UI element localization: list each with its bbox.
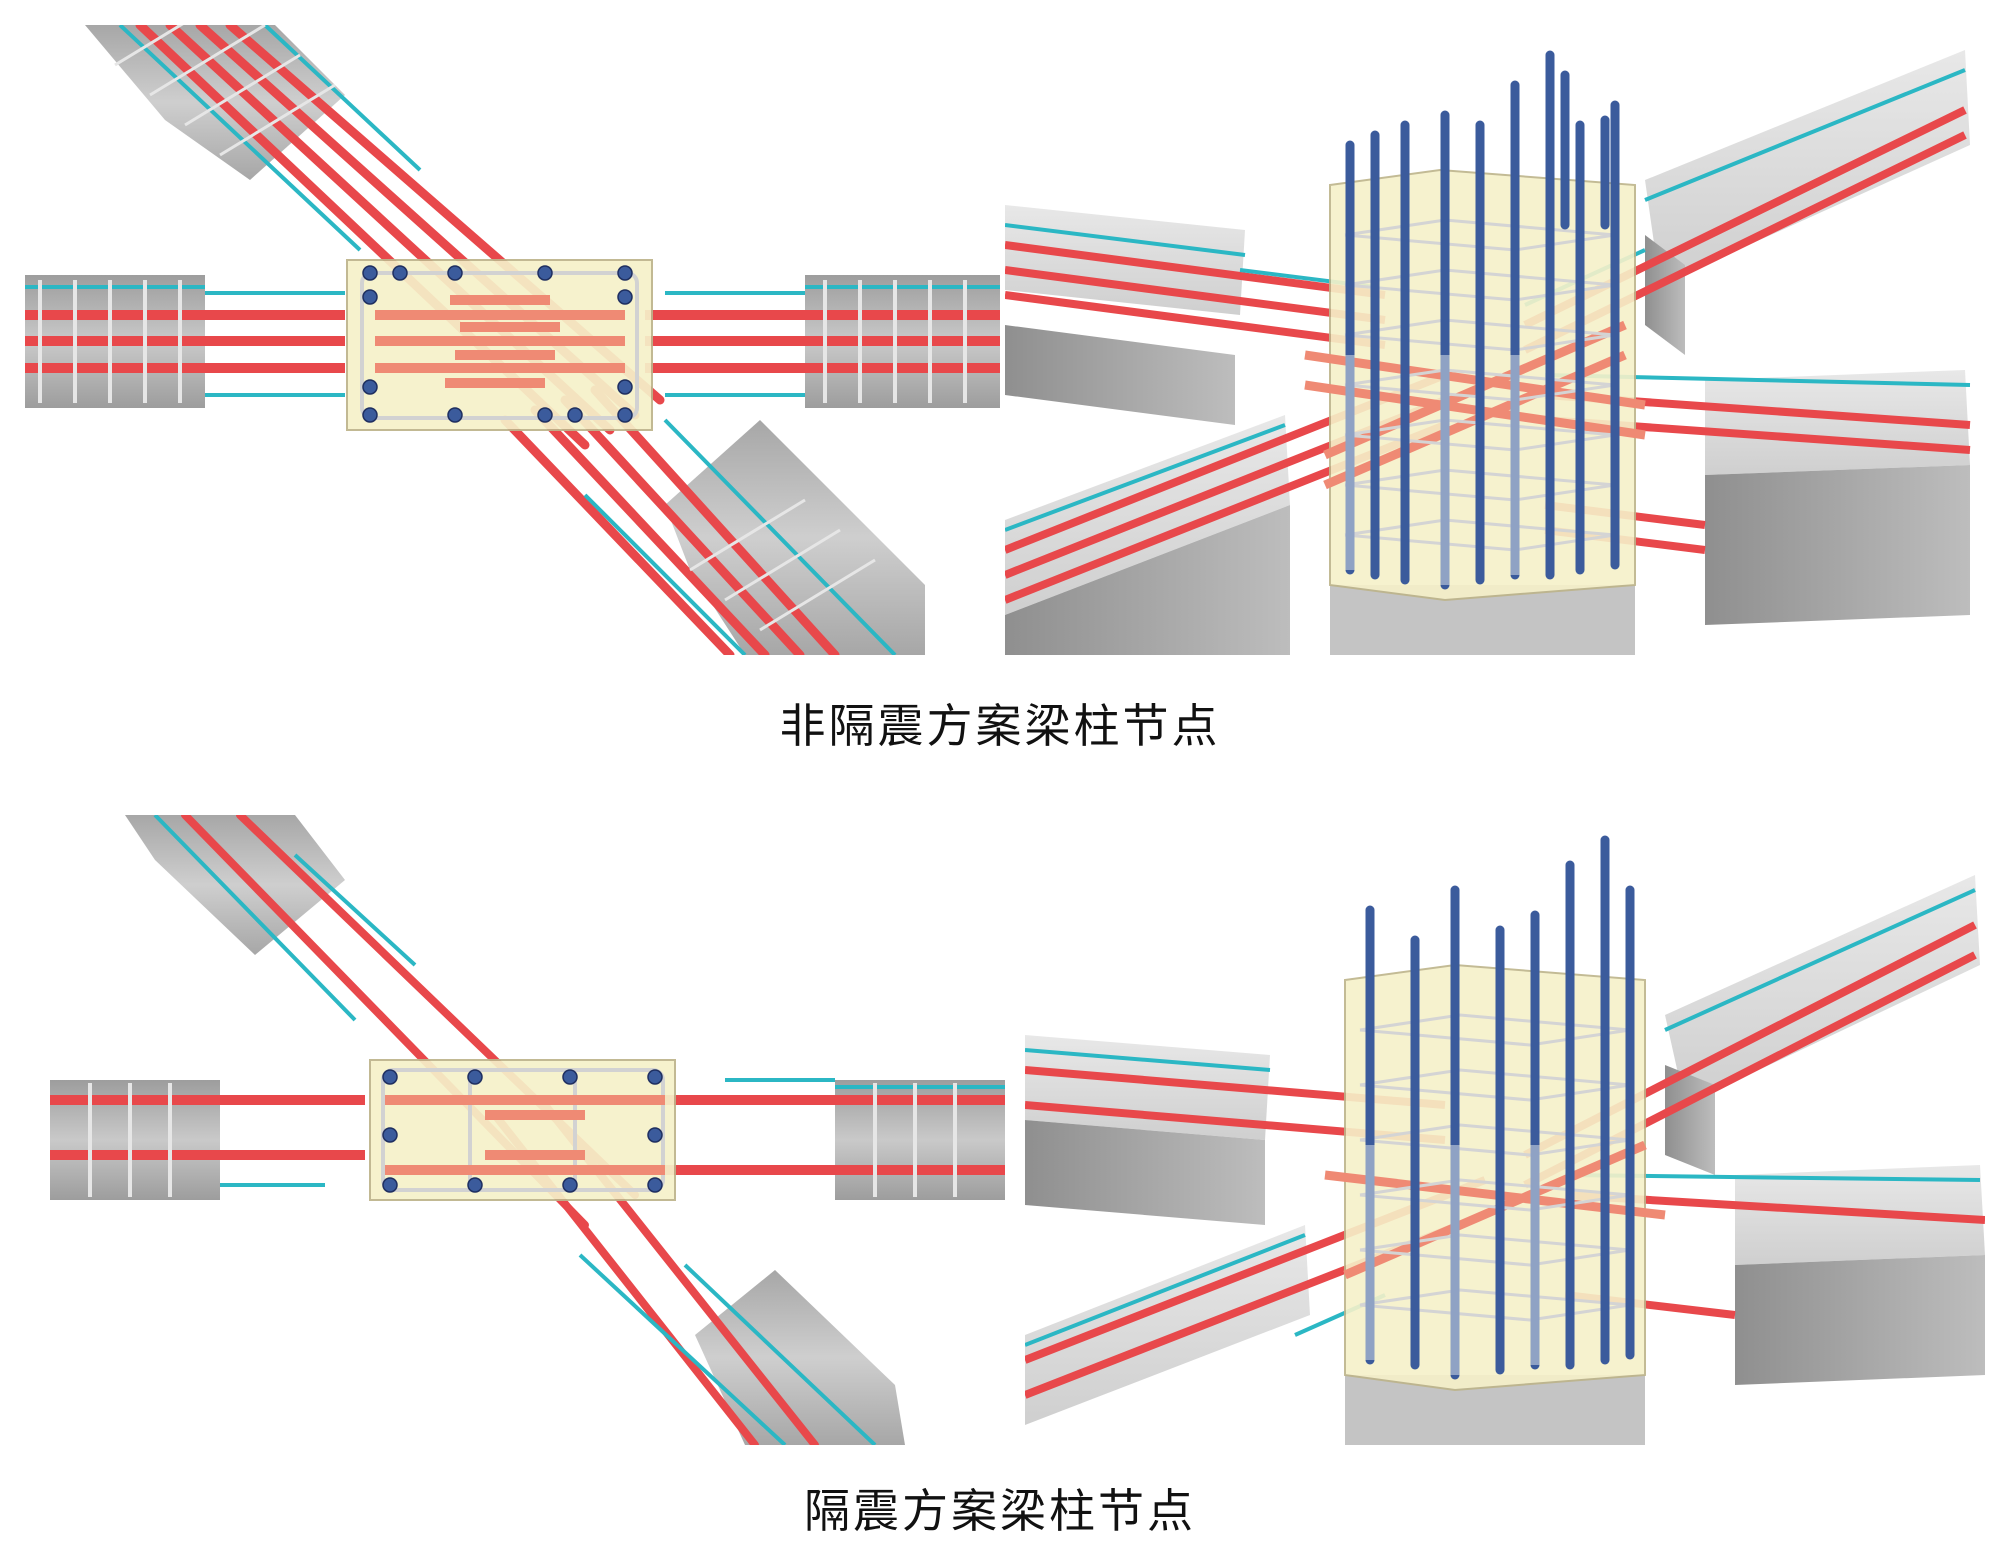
caption-isolated: 隔震方案梁柱节点 [804, 1484, 1196, 1538]
beam-east [645, 275, 1000, 408]
beam-east-isolated [665, 1078, 1005, 1200]
beam-west-isolated [50, 1080, 365, 1200]
caption-non-isolated: 非隔震方案梁柱节点 [779, 699, 1221, 753]
plan-view-non-isolated [25, 25, 1000, 655]
diagonal-beam-se [500, 385, 925, 655]
plan-view-isolated [25, 815, 1015, 1445]
isometric-view-isolated [1025, 815, 1985, 1445]
beam-west [25, 275, 345, 408]
beam-front-right [1544, 370, 1971, 625]
beam-back-left-isolated [1025, 1035, 1446, 1225]
isometric-view-non-isolated [1005, 25, 1975, 655]
joint-core-isolated [369, 1059, 676, 1201]
joint-core [346, 259, 653, 431]
joint-column [1304, 50, 1646, 602]
joint-column-isolated [1324, 835, 1666, 1392]
